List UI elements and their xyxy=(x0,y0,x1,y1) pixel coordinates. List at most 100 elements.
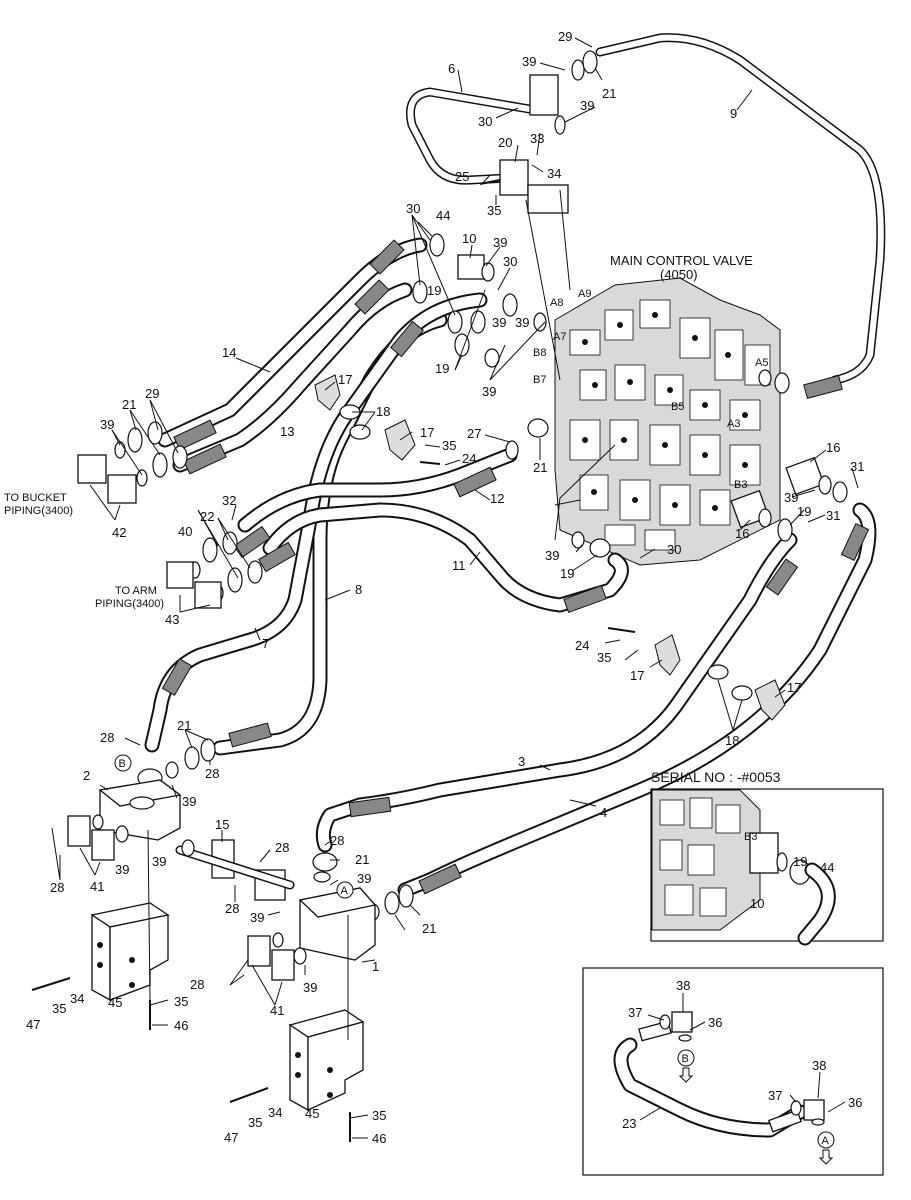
part-label: 6 xyxy=(448,61,455,76)
part-label: 39 xyxy=(492,315,506,330)
inset-part-36-b: 36 xyxy=(708,1015,722,1030)
part-label: 46 xyxy=(174,1018,188,1033)
part-label: 22 xyxy=(200,509,214,524)
part-label: 28 xyxy=(275,840,289,855)
part-label: 17 xyxy=(420,425,434,440)
marker-a-top: A xyxy=(336,881,354,899)
bracket-45-lower xyxy=(288,1009,365,1112)
part-label: 44 xyxy=(436,208,450,223)
part-label: 21 xyxy=(177,718,191,733)
hose-4 xyxy=(397,502,877,898)
main-valve-code: (4050) xyxy=(660,267,698,282)
part-label: 28 xyxy=(225,901,239,916)
port-label-a9: A9 xyxy=(578,288,591,300)
part-label: 13 xyxy=(280,424,294,439)
hose-11 xyxy=(262,502,629,613)
bolts xyxy=(31,179,636,1142)
manifold-block-1 xyxy=(247,887,377,981)
bottom-inset-drawing xyxy=(613,1011,835,1165)
part-label: 28 xyxy=(330,833,344,848)
part-label: 39 xyxy=(357,871,371,886)
part-label: 24 xyxy=(462,451,476,466)
part-label: 2 xyxy=(83,768,90,783)
part-label: 39 xyxy=(545,548,559,563)
part-label: 35 xyxy=(372,1108,386,1123)
pipe-9 xyxy=(595,33,886,385)
part-label: 35 xyxy=(442,438,456,453)
part-number-labels: 29 39 21 6 39 30 33 20 34 25 35 9 44 10 … xyxy=(26,29,864,1146)
port-label-a5: A5 xyxy=(755,357,768,369)
part-label: 30 xyxy=(406,201,420,216)
part-label: 19 xyxy=(797,504,811,519)
part-label: 19 xyxy=(560,566,574,581)
port-label-b3: B3 xyxy=(734,479,747,491)
part-label: 45 xyxy=(108,995,122,1010)
part-label: 39 xyxy=(482,384,496,399)
part-label: 39 xyxy=(250,910,264,925)
part-label: 39 xyxy=(515,315,529,330)
part-label: 35 xyxy=(487,203,501,218)
serial-note: SERIAL NO : -#0053 xyxy=(651,769,781,785)
part-label: 15 xyxy=(215,817,229,832)
part-label: 18 xyxy=(376,404,390,419)
part-label: 3 xyxy=(518,754,525,769)
part-label: 28 xyxy=(50,880,64,895)
hose-13 xyxy=(172,282,413,473)
part-label: 32 xyxy=(222,493,236,508)
part-label: 18 xyxy=(725,733,739,748)
port-label-a8: A8 xyxy=(550,297,563,309)
bracket-45-upper xyxy=(90,902,170,1002)
inset-port-label: B3 xyxy=(744,831,757,843)
inset-part-38-b: 38 xyxy=(676,978,690,993)
part-label: 21 xyxy=(122,397,136,412)
part-label: 39 xyxy=(115,862,129,877)
serial-inset-box xyxy=(650,788,884,942)
svg-text:B: B xyxy=(119,758,126,770)
inset-part-19: 19 xyxy=(793,854,807,869)
part-label: 20 xyxy=(498,135,512,150)
to-bucket-label-line1: TO BUCKET xyxy=(4,492,67,504)
part-label: 25 xyxy=(455,169,469,184)
part-label: 39 xyxy=(182,794,196,809)
to-arm-label-line2: PIPING(3400) xyxy=(95,598,164,610)
part-label: 31 xyxy=(826,508,840,523)
part-label: 34 xyxy=(268,1105,282,1120)
part-label: 17 xyxy=(338,372,352,387)
inset-part-36-a: 36 xyxy=(848,1095,862,1110)
part-label: 9 xyxy=(730,106,737,121)
svg-text:A: A xyxy=(341,885,349,897)
part-label: 39 xyxy=(100,417,114,432)
part-label: 39 xyxy=(493,235,507,250)
part-label: 7 xyxy=(262,636,269,651)
inset-part-38-a: 38 xyxy=(812,1058,826,1073)
part-label: 39 xyxy=(522,54,536,69)
port-label-a3: A3 xyxy=(727,418,740,430)
part-label: 34 xyxy=(547,166,561,181)
manifold-block-2 xyxy=(67,779,182,861)
part-label: 35 xyxy=(52,1001,66,1016)
part-label: 28 xyxy=(190,977,204,992)
part-label: 30 xyxy=(667,542,681,557)
part-label: 30 xyxy=(503,254,517,269)
part-label: 10 xyxy=(462,231,476,246)
inset-marker-a: A xyxy=(822,1135,830,1147)
bottom-inset-leaders xyxy=(639,993,846,1121)
to-arm-label-line1: TO ARM xyxy=(115,585,157,597)
part-label: 19 xyxy=(427,283,441,298)
hose-12 xyxy=(237,447,518,533)
part-label: 46 xyxy=(372,1131,386,1146)
part-label: 31 xyxy=(850,459,864,474)
part-label: 21 xyxy=(533,460,547,475)
part-label: 29 xyxy=(558,29,572,44)
part-label: 4 xyxy=(600,805,607,820)
fittings xyxy=(77,50,848,921)
part-label: 30 xyxy=(478,114,492,129)
part-label: 35 xyxy=(248,1115,262,1130)
part-label: 14 xyxy=(222,345,236,360)
part-label: 16 xyxy=(826,440,840,455)
part-label: 47 xyxy=(224,1130,238,1145)
part-label: 35 xyxy=(174,994,188,1009)
part-label: 41 xyxy=(270,1003,284,1018)
part-label: 17 xyxy=(630,668,644,683)
part-label: 21 xyxy=(422,921,436,936)
